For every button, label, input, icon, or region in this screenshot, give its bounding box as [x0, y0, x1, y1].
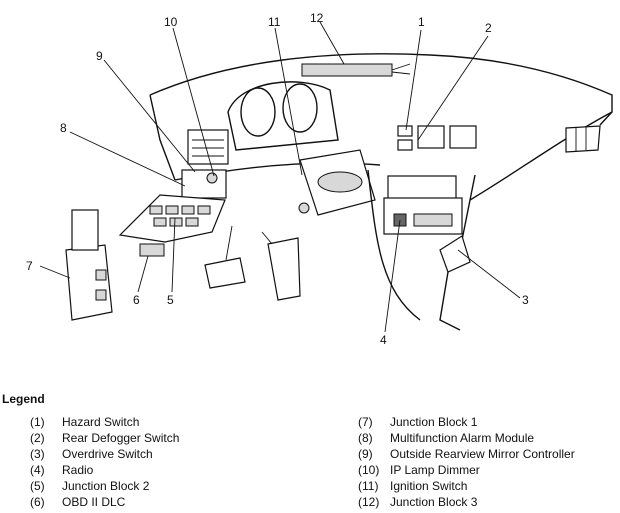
legend-item: (2) Rear Defogger Switch [30, 430, 179, 446]
legend-item: (6) OBD II DLC [30, 494, 179, 510]
legend-item-number: (3) [30, 447, 45, 461]
junction-block-1 [65, 209, 113, 321]
legend-item-number: (5) [30, 479, 45, 493]
legend-title: Legend [2, 392, 45, 406]
legend-item: (3) Overdrive Switch [30, 446, 179, 462]
legend-item-number: (8) [358, 431, 373, 445]
legend-item-text: Hazard Switch [62, 415, 140, 429]
legend-item-text: Outside Rearview Mirror Controller [390, 447, 575, 461]
left-vent [187, 129, 229, 165]
legend-column-right: (7) Junction Block 1 (8) Multifunction Ala… [358, 414, 575, 510]
callout-2: 2 [485, 21, 492, 35]
callout-6: 6 [133, 293, 140, 307]
legend-item: (11) Ignition Switch [358, 478, 575, 494]
shift-lever [439, 235, 471, 331]
obd-connector [139, 243, 165, 257]
callout-3: 3 [522, 293, 529, 307]
callout-1: 1 [418, 15, 425, 29]
legend-item: (9) Outside Rearview Mirror Controller [358, 446, 575, 462]
legend-item-text: Overdrive Switch [62, 447, 153, 461]
legend-column-left: (1) Hazard Switch (2) Rear Defogger Switch… [30, 414, 179, 510]
gauge-cluster [227, 81, 339, 151]
callout-8: 8 [60, 121, 67, 135]
leader-lines [39, 21, 521, 333]
junction-block-3 [301, 63, 411, 77]
callout-4: 4 [380, 333, 387, 347]
legend-item: (1) Hazard Switch [30, 414, 179, 430]
legend-item-number: (7) [358, 415, 373, 429]
legend-item-number: (6) [30, 495, 45, 509]
legend-item-number: (1) [30, 415, 45, 429]
legend-item-text: Ignition Switch [390, 479, 468, 493]
legend: Legend (1) Hazard Switch (2) Rear Defogger… [0, 390, 620, 513]
callout-5: 5 [167, 293, 174, 307]
legend-item: (8) Multifunction Alarm Module [358, 430, 575, 446]
right-vent [565, 125, 601, 153]
legend-item: (4) Radio [30, 462, 179, 478]
legend-item-number: (4) [30, 463, 45, 477]
legend-item-number: (10) [358, 463, 380, 477]
legend-item: (5) Junction Block 2 [30, 478, 179, 494]
legend-item-text: Multifunction Alarm Module [390, 431, 535, 445]
instrument-panel-diagram: 1 2 3 4 5 6 7 8 9 10 11 12 [26, 11, 613, 347]
legend-item-text: Rear Defogger Switch [62, 431, 180, 445]
callout-10: 10 [164, 15, 178, 29]
legend-item: (10) IP Lamp Dimmer [358, 462, 575, 478]
dashboard-outline [149, 53, 613, 201]
legend-item-text: Junction Block 2 [62, 479, 150, 493]
legend-item-number: (12) [358, 495, 380, 509]
steering-column [298, 149, 376, 216]
legend-item-text: OBD II DLC [62, 495, 126, 509]
legend-item-number: (11) [358, 479, 379, 493]
center-console [367, 169, 476, 321]
center-switches [397, 125, 477, 151]
legend-item-text: Radio [62, 463, 94, 477]
junction-block-2 [118, 194, 226, 243]
dashboard-lower-edge [174, 111, 613, 181]
legend-item-number: (9) [358, 447, 373, 461]
pedals [204, 225, 301, 301]
legend-item: (12) Junction Block 3 [358, 494, 575, 510]
callout-12: 12 [310, 11, 324, 25]
legend-item-text: IP Lamp Dimmer [390, 463, 480, 477]
legend-item-number: (2) [30, 431, 45, 445]
callout-9: 9 [96, 49, 103, 63]
left-switch-panel [181, 169, 227, 199]
legend-item-text: Junction Block 1 [390, 415, 478, 429]
legend-item-text: Junction Block 3 [390, 495, 478, 509]
callout-7: 7 [26, 259, 33, 273]
callout-11: 11 [268, 15, 281, 29]
legend-item: (7) Junction Block 1 [358, 414, 575, 430]
